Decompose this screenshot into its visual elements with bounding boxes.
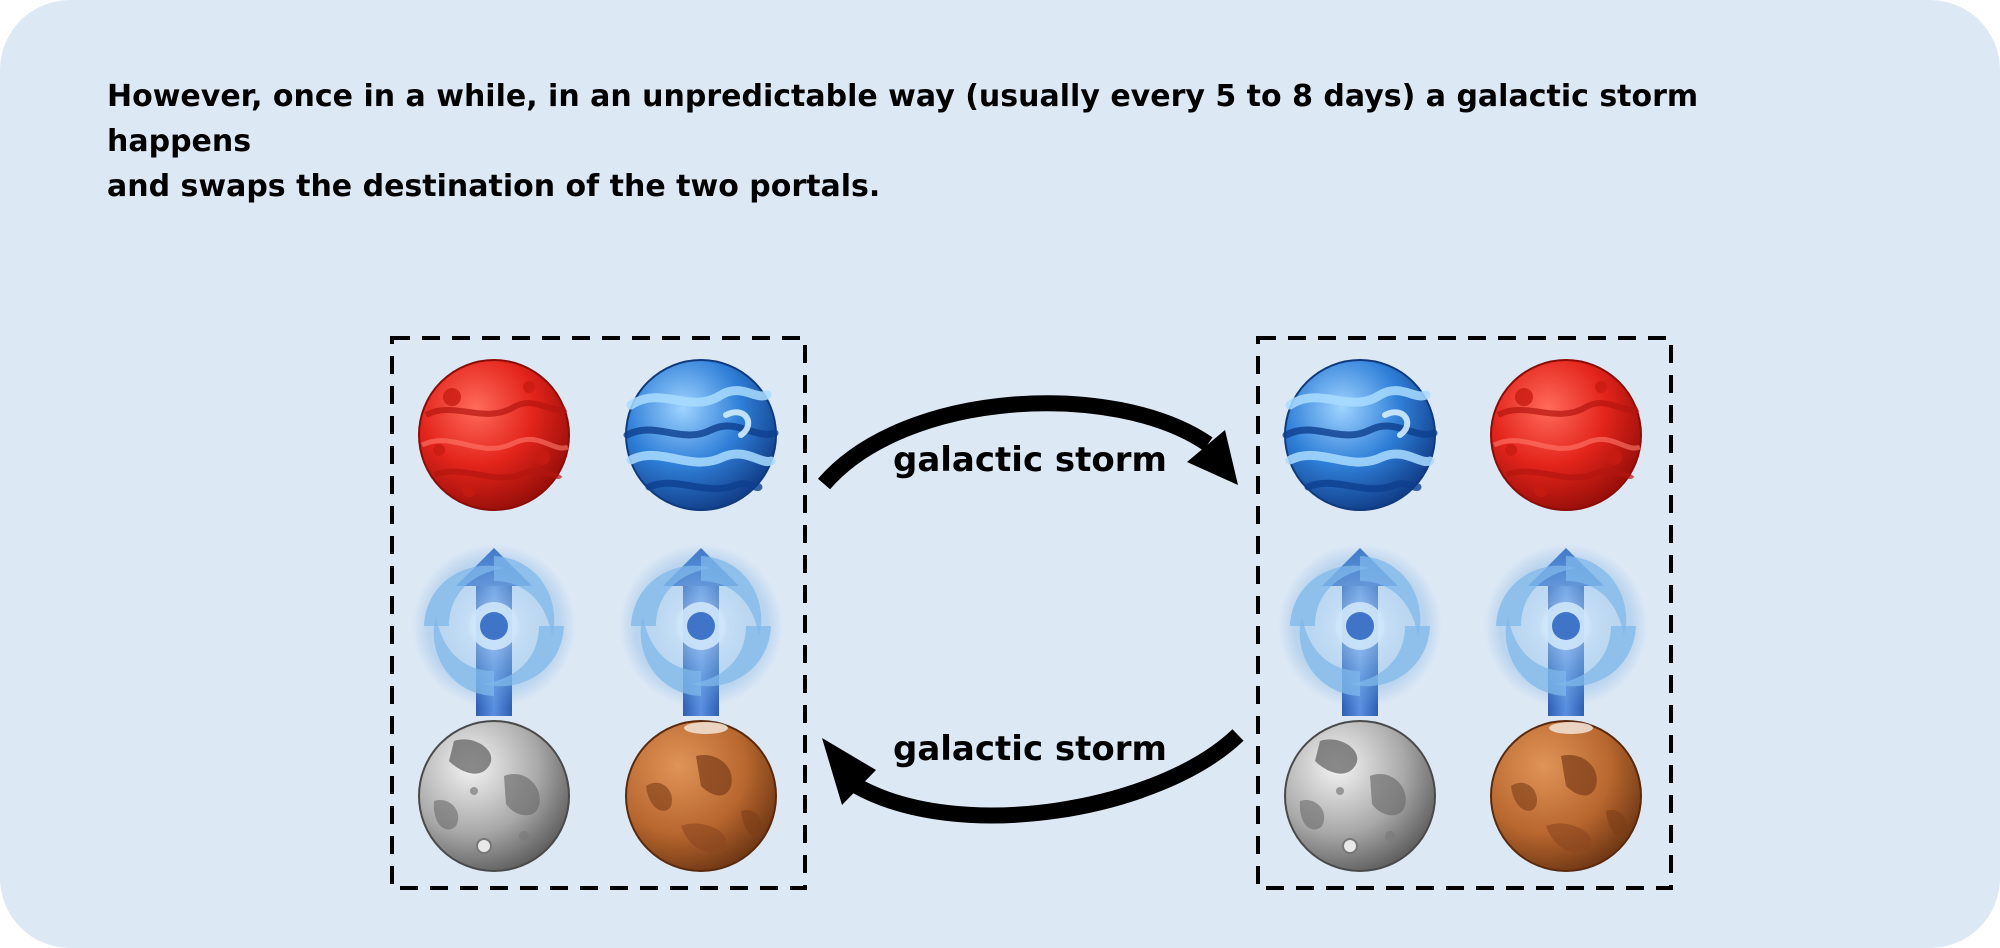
top-storm-label: galactic storm [893, 440, 1167, 480]
mars-icon [625, 720, 777, 872]
portal-vortex-icon [1278, 544, 1442, 716]
portal-vortex-icon [1484, 544, 1648, 716]
bottom-swap-arrow [822, 729, 1244, 824]
caption-line-2: and swaps the destination of the two por… [107, 169, 881, 204]
right-panel-frame [1256, 336, 1673, 890]
portal-vortex-icon [619, 544, 783, 716]
mars-icon [1490, 720, 1642, 872]
red-planet-icon [1491, 360, 1641, 510]
top-swap-arrow [817, 395, 1238, 490]
left-panel-frame [390, 336, 807, 890]
caption-line-1: However, once in a while, in an unpredic… [107, 79, 1699, 159]
red-planet-icon [419, 360, 569, 510]
moon-icon [418, 720, 570, 872]
portal-vortex-icon [412, 544, 576, 716]
bottom-storm-label: galactic storm [893, 729, 1167, 769]
moon-icon [1284, 720, 1436, 872]
caption-text: However, once in a while, in an unpredic… [107, 74, 1807, 209]
blue-planet-icon [626, 360, 776, 510]
blue-planet-icon [1285, 360, 1435, 510]
